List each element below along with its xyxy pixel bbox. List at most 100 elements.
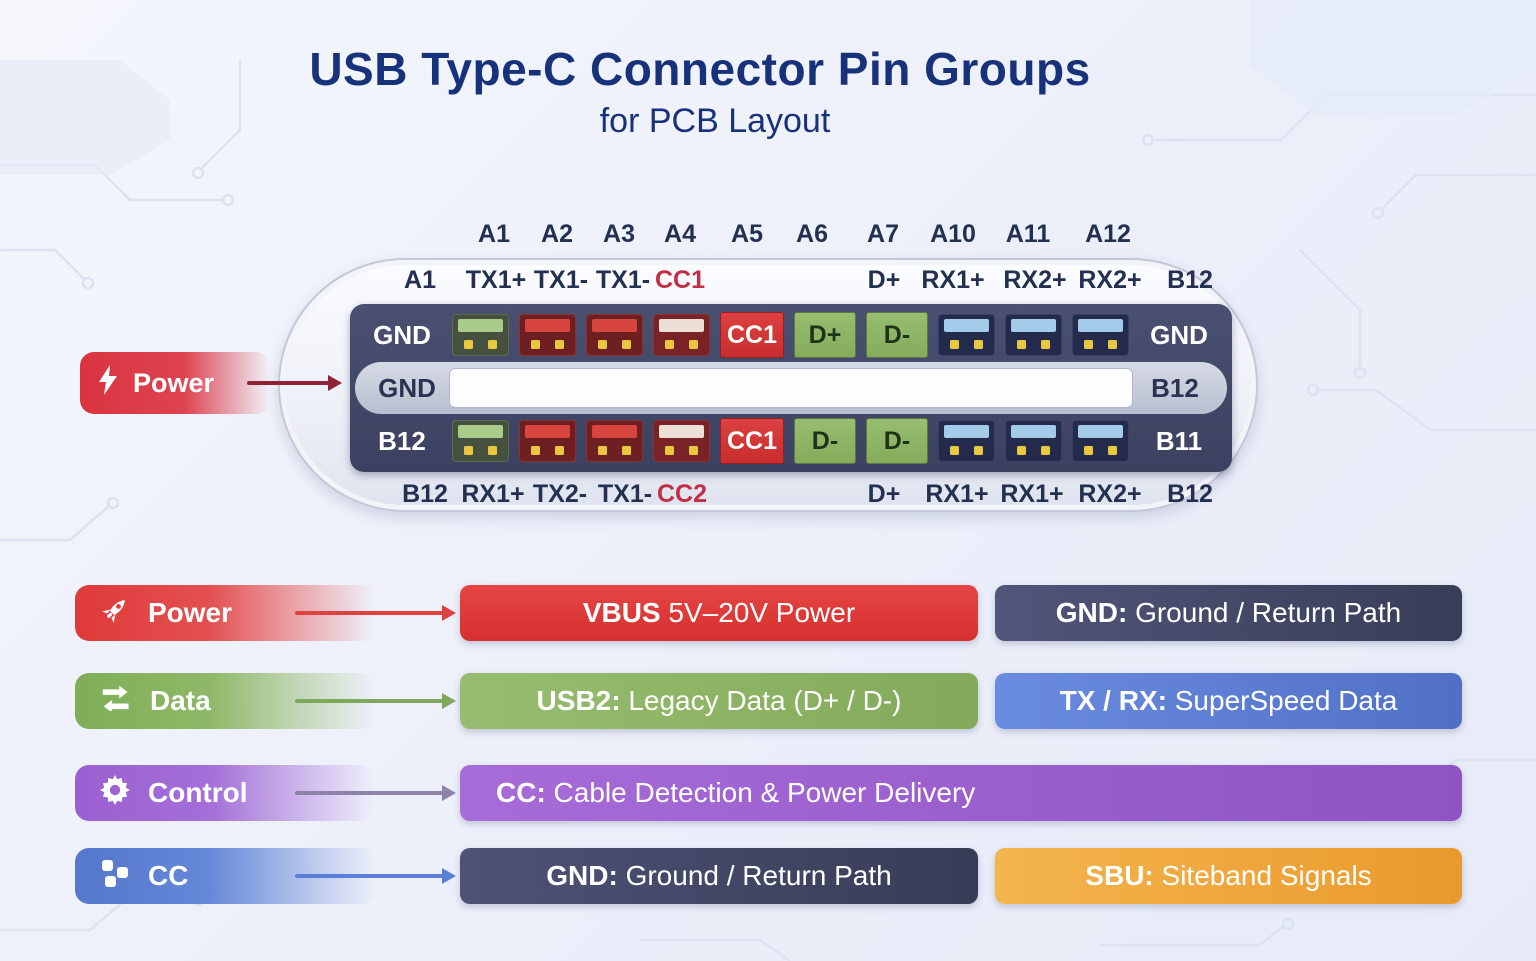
- bottom-right-label: B11: [1155, 425, 1203, 456]
- top-right-label: GND: [1150, 319, 1208, 350]
- usb2-box: USB2: Legacy Data (D+ / D-): [460, 673, 978, 729]
- signal-name: D+: [867, 480, 901, 508]
- page-subtitle: for PCB Layout: [599, 102, 831, 140]
- signal-name: B12: [402, 480, 448, 508]
- gnd-box-bottom: GND: Ground / Return Path: [460, 848, 978, 904]
- gnd-box-text: Ground / Return Path: [1127, 597, 1402, 628]
- cc-box-bold: CC:: [496, 777, 546, 808]
- sbu-box: SBU: Siteband Signals: [995, 848, 1462, 904]
- cluster-icon: [99, 857, 131, 896]
- bottom-left-label: B12: [378, 425, 426, 456]
- signal-name: A1: [404, 266, 436, 294]
- dplus-cell: D+: [794, 312, 856, 358]
- cc-arrow: [295, 867, 456, 884]
- signal-name: RX2+: [1078, 266, 1142, 294]
- legend-data-label: Data: [150, 685, 211, 716]
- signal-name: RX2+: [1078, 480, 1142, 508]
- legend-control-label: Control: [148, 777, 248, 808]
- lightning-bolt-icon: [96, 364, 120, 403]
- pin-pad: [1072, 420, 1129, 462]
- top-left-label: GND: [373, 319, 431, 350]
- dminus-cell: D-: [866, 312, 928, 358]
- gear-icon: [99, 774, 131, 813]
- gnd-box-top: GND: Ground / Return Path: [995, 585, 1462, 641]
- pin-pad: [452, 314, 509, 356]
- txrx-box-bold: TX / RX:: [1059, 685, 1167, 716]
- pin-number: A3: [603, 220, 635, 248]
- pin-number: A6: [796, 220, 828, 248]
- cc-box: CC: Cable Detection & Power Delivery: [460, 765, 1462, 821]
- pin-number: A2: [541, 220, 573, 248]
- pin-number-row: A1 A2 A3 A4 A5 A6 A7 A10 A11 A12: [0, 220, 1536, 250]
- pin-pad: [452, 420, 509, 462]
- pin-pad: [519, 314, 576, 356]
- page-title: USB Type-C Connector Pin Groups: [309, 43, 1091, 95]
- pin-number: A5: [731, 220, 763, 248]
- signal-name: TX1-: [533, 266, 589, 294]
- rocket-icon: [99, 594, 131, 633]
- signal-name: B12: [1167, 480, 1213, 508]
- signal-name: RX1+: [461, 480, 525, 508]
- signal-name-cc1: CC1: [654, 266, 706, 294]
- vbus-box-bold: VBUS: [582, 597, 661, 628]
- top-signal-name-row: A1 TX1+ TX1- TX1- CC1 D+ RX1+ RX2+ RX2+ …: [0, 266, 1536, 296]
- usb2-box-bold: USB2:: [536, 685, 621, 716]
- tongue-left-label: GND: [378, 372, 436, 403]
- pin-number: A4: [664, 220, 696, 248]
- pin-pad: [1005, 314, 1062, 356]
- pin-pad: [938, 314, 995, 356]
- pin-pad: [586, 314, 643, 356]
- connector-tongue: GND B12: [355, 362, 1227, 414]
- pin-number: A12: [1085, 220, 1131, 248]
- cc-box-text: Cable Detection & Power Delivery: [545, 777, 976, 808]
- signal-name: RX2+: [1003, 266, 1067, 294]
- sbu-box-bold: SBU:: [1085, 860, 1154, 891]
- signal-name: TX1-: [597, 480, 653, 508]
- power-callout-arrow: [247, 374, 342, 391]
- signal-name: D+: [867, 266, 901, 294]
- signal-name-cc2: CC2: [656, 480, 708, 508]
- data-arrow: [295, 692, 456, 709]
- gnd-box-bottom-text: Ground / Return Path: [617, 860, 892, 891]
- pin-pad: [586, 420, 643, 462]
- txrx-box: TX / RX: SuperSpeed Data: [995, 673, 1462, 729]
- power-callout-label: Power: [133, 367, 215, 398]
- signal-name: RX1+: [1000, 480, 1064, 508]
- signal-name: RX1+: [925, 480, 989, 508]
- power-callout: Power: [80, 352, 270, 414]
- usb2-box-text: Legacy Data (D+ / D-): [620, 685, 902, 716]
- swap-arrows-icon: [99, 685, 133, 718]
- pin-number: A1: [478, 220, 510, 248]
- signal-name: TX2-: [532, 480, 588, 508]
- pin-pad: [1005, 420, 1062, 462]
- sbu-box-text: Siteband Signals: [1153, 860, 1372, 891]
- txrx-box-text: SuperSpeed Data: [1166, 685, 1398, 716]
- signal-name: B12: [1167, 266, 1213, 294]
- bottom-signal-name-row: B12 RX1+ TX2- TX1- CC2 D+ RX1+ RX1+ RX2+…: [0, 480, 1536, 510]
- signal-name: RX1+: [921, 266, 985, 294]
- gnd-box-bottom-bold: GND:: [546, 860, 618, 891]
- tongue-right-label: B12: [1151, 372, 1199, 403]
- legend-control: Control: [75, 765, 375, 821]
- pin-number: A11: [1005, 220, 1051, 248]
- power-arrow: [295, 604, 456, 621]
- signal-name: TX1+: [465, 266, 527, 294]
- control-arrow: [295, 784, 456, 801]
- legend-cc-label: CC: [148, 860, 189, 891]
- legend-power-label: Power: [148, 597, 233, 628]
- pin-pad: [653, 314, 710, 356]
- cc1-cell: CC1: [720, 312, 784, 358]
- vbus-box-text: 5V–20V Power: [660, 597, 856, 628]
- gnd-box-bold: GND:: [1055, 597, 1128, 628]
- top-pin-strip: GND CC1 D+ D- GND: [350, 309, 1232, 361]
- tongue-blank: [449, 368, 1133, 408]
- cc1-cell-bottom: CC1: [720, 418, 784, 464]
- bottom-pin-strip: B12 CC1 D- D- B11: [350, 415, 1232, 467]
- vbus-box: VBUS 5V–20V Power: [460, 585, 978, 641]
- pin-number: A10: [930, 220, 976, 248]
- pin-pad: [519, 420, 576, 462]
- pin-pad: [653, 420, 710, 462]
- dminus-cell: D-: [866, 418, 928, 464]
- connector-body: GND CC1 D+ D- GND GND B12 B12 CC1 D- D- …: [350, 304, 1232, 472]
